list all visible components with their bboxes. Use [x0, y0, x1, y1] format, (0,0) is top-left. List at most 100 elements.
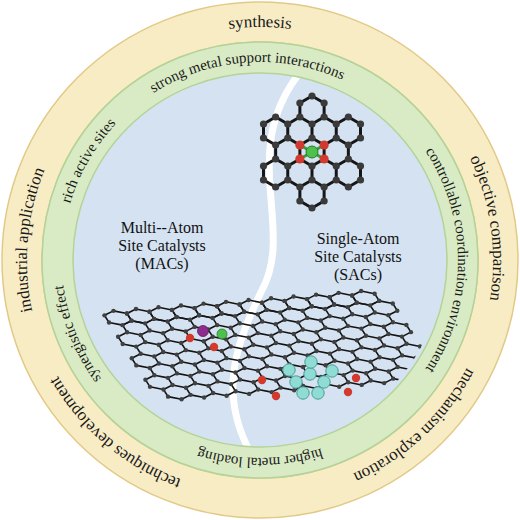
region-label: Single-Atom Site Catalysts (SACs): [307, 230, 409, 284]
carbon-atom: [346, 380, 350, 384]
carbon-atom: [260, 120, 267, 127]
carbon-atom: [179, 360, 183, 364]
carbon-atom: [305, 297, 309, 301]
carbon-atom: [120, 342, 124, 346]
carbon-atom: [284, 134, 291, 141]
carbon-atom: [264, 308, 268, 312]
nitrogen-atom: [320, 154, 329, 163]
carbon-atom: [211, 372, 215, 376]
carbon-atom: [179, 397, 183, 401]
mac-metal-atoms: [186, 326, 360, 401]
carbon-atom: [134, 307, 138, 311]
carbon-atom: [346, 305, 350, 309]
nitrogen-atom: [352, 374, 360, 382]
carbon-atom: [197, 351, 201, 355]
carbon-atom: [256, 387, 260, 391]
carbon-atom: [255, 312, 259, 316]
carbon-atom: [357, 162, 364, 169]
carbon-atom: [272, 141, 279, 148]
carbon-atom: [193, 362, 197, 366]
carbon-atom: [197, 369, 201, 373]
cluster-atom: [312, 387, 324, 399]
carbon-atom: [215, 323, 219, 327]
carbon-atom: [308, 120, 315, 127]
carbon-atom: [215, 379, 219, 383]
carbon-atom: [314, 292, 318, 296]
carbon-atom: [274, 378, 278, 382]
carbon-atom: [157, 361, 161, 365]
carbon-atom: [418, 344, 422, 348]
carbon-atom: [125, 311, 129, 315]
carbon-atom: [333, 120, 340, 127]
carbon-atom: [272, 113, 279, 120]
carbon-atom: [148, 385, 152, 389]
carbon-atom: [202, 395, 206, 399]
carbon-atom: [220, 368, 224, 372]
carbon-atom: [364, 371, 368, 375]
carbon-atom: [188, 318, 192, 322]
carbon-atom: [284, 176, 291, 183]
carbon-atom: [272, 155, 279, 162]
ring-label: controllable coordination environment: [422, 144, 471, 377]
carbon-atom: [125, 311, 129, 315]
carbon-atom: [174, 315, 178, 319]
carbon-atom: [157, 343, 161, 347]
carbon-atom: [138, 333, 142, 337]
carbon-atom: [170, 308, 174, 312]
carbon-atom: [377, 336, 381, 340]
carbon-atom: [359, 326, 363, 330]
carbon-atom: [382, 325, 386, 329]
carbon-atom: [372, 292, 376, 296]
carbon-atom: [345, 113, 352, 120]
carbon-atom: [332, 302, 336, 306]
carbon-atom: [229, 382, 233, 386]
ring-fill: [22, 22, 498, 498]
carbon-atom: [278, 329, 282, 333]
carbon-atom: [291, 294, 295, 298]
carbon-atom: [296, 155, 303, 162]
ring-label-text: higher metal loading: [195, 445, 325, 471]
carbon-atom: [284, 162, 291, 169]
ring-label: synergistic effect: [50, 284, 103, 387]
carbon-atom: [305, 316, 309, 320]
carbon-atom: [310, 342, 314, 346]
carbon-atom: [278, 385, 282, 389]
carbon-atom: [251, 380, 255, 384]
carbon-atom: [284, 120, 291, 127]
catalyst-region: Single-Atom Site Catalysts (SACs): [304, 228, 412, 286]
carbon-atom: [327, 295, 331, 299]
carbon-atom: [269, 352, 273, 356]
carbon-atom: [175, 371, 179, 375]
region-label: Multi--Atom Site Catalysts (MACs): [111, 219, 213, 273]
carbon-atom: [161, 331, 165, 335]
carbon-atom: [229, 326, 233, 330]
carbon-atom: [382, 343, 386, 347]
carbon-atom: [201, 301, 205, 305]
carbon-atom: [166, 394, 170, 398]
carbon-atom: [152, 317, 156, 321]
carbon-atom: [260, 134, 267, 141]
carbon-atom: [355, 300, 359, 304]
carbon-atom: [357, 134, 364, 141]
carbon-atom: [170, 383, 174, 387]
carbon-atom: [215, 360, 219, 364]
carbon-atom: [265, 364, 269, 368]
carbon-atom: [373, 348, 377, 352]
carbon-atom: [337, 328, 341, 332]
carbon-atom: [332, 340, 336, 344]
carbon-atom: [333, 162, 340, 169]
carbon-atom: [242, 366, 246, 370]
carbon-atom: [346, 361, 350, 365]
carbon-atom: [333, 134, 340, 141]
carbon-atom: [368, 322, 372, 326]
carbon-atom: [260, 162, 267, 169]
carbon-atom: [321, 155, 328, 162]
carbon-atom: [224, 394, 228, 398]
carbon-atom: [251, 343, 255, 347]
carbon-atom: [391, 301, 395, 305]
carbon-atom: [242, 347, 246, 351]
carbon-atom: [341, 317, 345, 321]
nitrogen-atom: [186, 334, 194, 342]
carbon-atom: [292, 388, 296, 392]
